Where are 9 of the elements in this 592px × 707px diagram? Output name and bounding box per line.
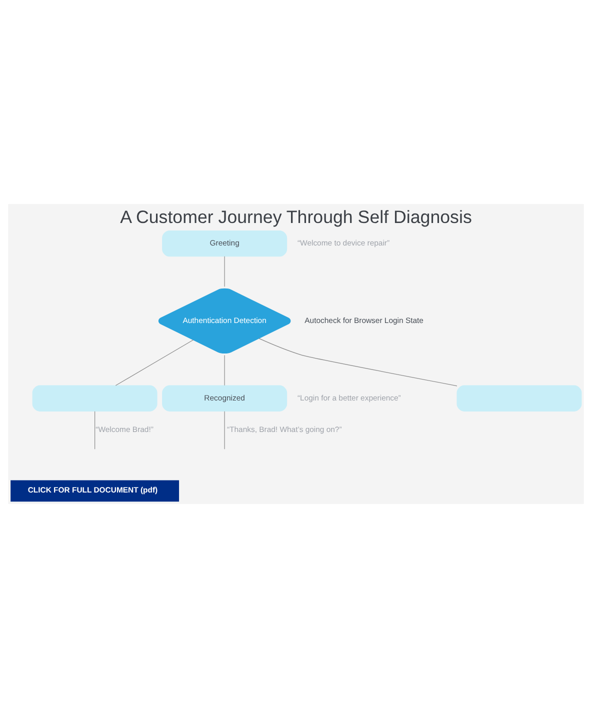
connector xyxy=(115,339,194,386)
connector xyxy=(224,256,225,286)
connector xyxy=(224,410,225,449)
node-box xyxy=(32,384,158,411)
connector xyxy=(258,338,458,386)
connector xyxy=(94,410,96,449)
connector xyxy=(224,354,225,386)
diagram-title: A Customer Journey Through Self Diagnosis xyxy=(120,206,472,227)
node-box xyxy=(456,384,582,411)
